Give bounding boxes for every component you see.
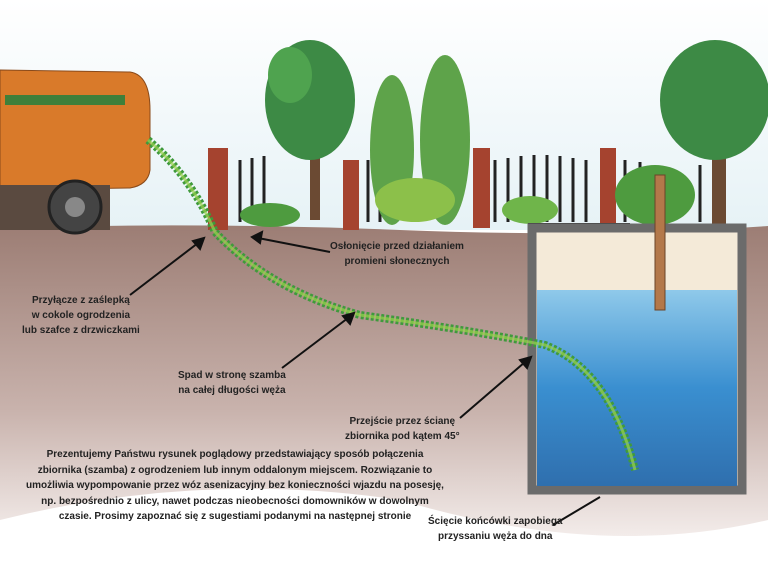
label-line: w cokole ogrodzenia <box>31 310 131 321</box>
label-slope: Spad w stronę szamba na całej długości w… <box>178 368 286 398</box>
label-line: lub szafce z drzwiczkami <box>22 325 140 336</box>
label-line: Spad w stronę szamba <box>178 370 286 381</box>
arrows <box>129 230 601 526</box>
label-line: Przyłącze z zaślepką <box>31 295 130 306</box>
label-line: promieni słonecznych <box>344 256 450 267</box>
label-wall-passage: Przejście przez ścianę zbiornika pod kąt… <box>345 414 460 444</box>
vacuum-truck <box>0 69 151 235</box>
intro-paragraph: Prezentujemy Państwu rysunek poglądowy p… <box>26 449 444 522</box>
label-line: Przejście przez ścianę <box>349 416 456 427</box>
label-line: zbiornika pod kątem 45° <box>345 431 460 442</box>
label-tip-cut: Ścięcie końcówki zapobiega przyssaniu wę… <box>428 514 563 544</box>
trees <box>240 40 768 230</box>
label-line: Ścięcie końcówki zapobiega <box>428 516 563 527</box>
label-line: przyssaniu węża do dna <box>438 531 553 542</box>
label-sun-protection: Osłonięcie przed działaniem promieni sło… <box>330 239 464 269</box>
label-line: Osłonięcie przed działaniem <box>330 241 464 252</box>
label-line: na całej długości węża <box>178 385 286 396</box>
label-connector: Przyłącze z zaślepką w cokole ogrodzenia… <box>22 293 140 338</box>
